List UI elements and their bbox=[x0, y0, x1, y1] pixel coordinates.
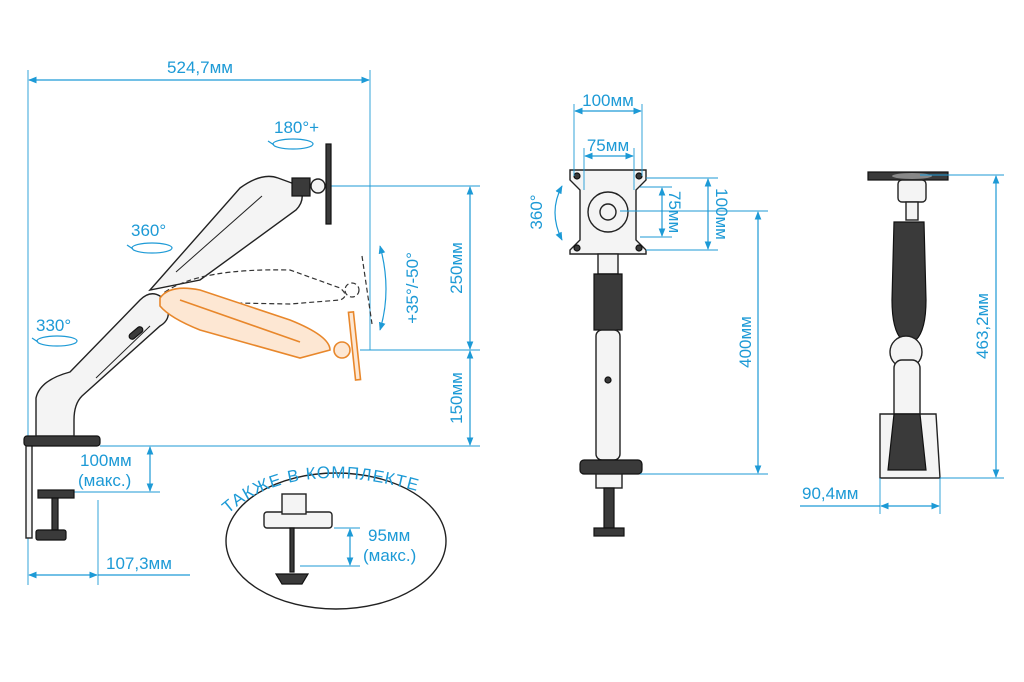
side-view: 524,7мм 250мм 150мм 100мм (макс.) 107,3м… bbox=[23, 58, 480, 585]
upper-arm-lowered bbox=[159, 287, 362, 381]
vesa-plate bbox=[569, 169, 647, 255]
rotation-arrow-arm bbox=[126, 242, 173, 254]
monitor-plate-raised bbox=[325, 143, 332, 225]
swivel-arm-label: 360° bbox=[131, 221, 166, 240]
monitor-plate-lowered bbox=[347, 310, 362, 381]
desk-clamp bbox=[23, 435, 101, 541]
pole bbox=[579, 253, 643, 537]
base-depth-label: 107,3мм bbox=[106, 554, 172, 573]
height-adjust-label: 250мм bbox=[447, 242, 466, 294]
vesa-inner-height-label: 75мм bbox=[665, 191, 684, 233]
swivel-base-label: 330° bbox=[36, 316, 71, 335]
base-height-label: 150мм bbox=[447, 372, 466, 424]
front-view: 100мм 75мм 75мм 100мм 400мм 360° bbox=[527, 91, 768, 537]
overall-width-label: 524,7мм bbox=[167, 58, 233, 77]
back-arm bbox=[867, 171, 949, 479]
grommet-max-label: 95мм bbox=[368, 526, 410, 545]
back-view: 463,2мм 90,4мм bbox=[800, 171, 1004, 514]
grommet-max-note: (макс.) bbox=[363, 546, 416, 565]
included-title: ТАКЖЕ В КОМПЛЕКТЕ bbox=[218, 463, 421, 517]
rotation-arrow-monitor bbox=[267, 138, 314, 150]
tilt-arc bbox=[378, 245, 387, 331]
rotation-arc-front bbox=[554, 185, 563, 241]
tilt-label: +35°/-50° bbox=[403, 252, 422, 324]
clamp-max-label: 100мм bbox=[80, 451, 132, 470]
vesa-outer-height-label: 100мм bbox=[712, 188, 731, 240]
total-height-label: 463,2мм bbox=[973, 293, 992, 359]
vesa-outer-width-label: 100мм bbox=[582, 91, 634, 110]
included-accessory: ТАКЖЕ В КОМПЛЕКТЕ 95мм (макс.) bbox=[218, 463, 447, 610]
rotation-label: 360° bbox=[527, 194, 546, 229]
clamp-max-note: (макс.) bbox=[78, 471, 131, 490]
upper-arm-raised bbox=[148, 143, 332, 292]
swivel-monitor-label: 180°+ bbox=[274, 118, 319, 137]
vesa-inner-width-label: 75мм bbox=[587, 136, 629, 155]
base-width-label: 90,4мм bbox=[802, 484, 858, 503]
pole-height-label: 400мм bbox=[736, 316, 755, 368]
included-oval bbox=[225, 472, 447, 610]
upper-arm-middle bbox=[163, 255, 373, 325]
rotation-arrow-base bbox=[31, 335, 78, 347]
